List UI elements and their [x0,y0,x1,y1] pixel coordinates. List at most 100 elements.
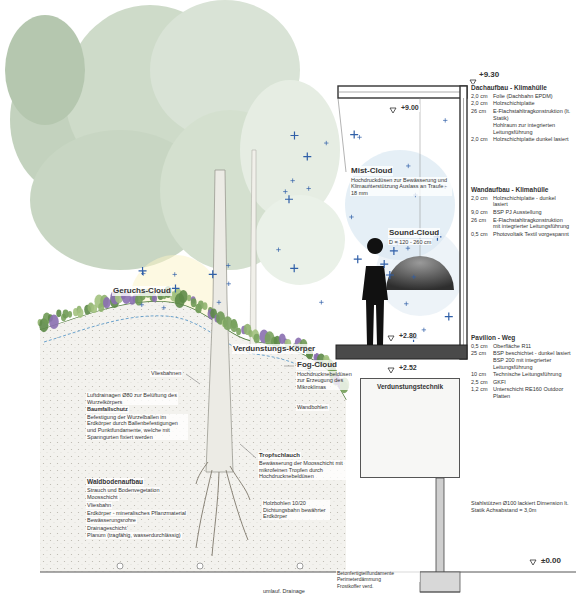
fog-cross [217,300,221,304]
plant [152,294,157,302]
fog-cross [354,255,362,263]
tree-trunk [206,170,233,472]
plant [254,334,260,343]
annotation-label: umlauf. Drainage [262,588,306,595]
plant [202,302,207,310]
annotation-label: Vliesbahnen [150,370,182,377]
annotation-label: Frostkoffer verd. [336,583,374,589]
fog-cross [306,186,310,190]
annotation-label: BSP PJ Ausstellung [492,209,543,216]
annotation-label: D = 120 - 260 cm [388,239,432,246]
heading-label: +9.00 [400,104,420,112]
heading-label: Sound-Cloud [388,228,440,238]
fog-cross [139,267,147,275]
annotation-label: BSP beschichtet - dunkel lasiert BSP 200… [492,350,572,370]
heading-label: Wandaufbau - Klimahülle [470,186,549,194]
fog-cross [209,270,217,278]
ground-line [40,572,576,573]
irrigation-line [44,316,324,382]
fog-cross [380,260,388,268]
annotation-label: Holzbohlen 10/20 Dichtungsbahn bewährter… [262,500,330,520]
equipment-box: Verdunstungstechnik [360,378,460,478]
fog-cross [350,131,358,139]
leader-lines [186,98,346,458]
pavilion [336,86,467,592]
annotation-label: Hohlraum zur integrierten Leitungsführun… [492,122,572,135]
person-silhouette [362,238,388,345]
heading-label: +2.80 [398,332,418,340]
heading-label: Fog-Cloud [296,360,338,370]
fog-cross [276,247,280,251]
annotation-label: Drainageschicht [86,525,127,532]
level-markers [388,80,536,565]
annotation-label: Luftdrainagen Ø80 zur Belüftung des Wurz… [86,392,178,405]
fog-cross [162,306,166,310]
fog-cross [319,300,323,304]
plant [236,328,241,335]
heading-label: Verdunstungs-Körper [232,344,316,354]
fog-cross [227,282,231,286]
annotation-label: 9,0 cm [470,209,489,216]
fog-cross [171,284,179,292]
annotation-label: Befestigung der Wurzelballen im Erdkörpe… [86,414,188,440]
fog-cross [349,215,353,219]
fog-cross [357,135,361,139]
annotation-label: E-Flachstahltragkonstruktion (lt. Statik… [492,108,572,121]
fog-cross [404,302,408,306]
plant [103,297,111,308]
plant [68,311,72,318]
annotation-label: Hochdruckdüsen zur Bewässerung und Klima… [350,177,452,197]
annotation-label: 10 cm [470,371,487,378]
fog-cross [283,189,287,193]
drainage-pipes [117,563,303,569]
fog-cross [290,132,298,140]
fog-cross [173,272,177,276]
fog-cross [226,263,230,267]
fog-cross [386,271,394,279]
annotation-label: Strauch und Bodenvegetation [86,487,160,494]
sound-dome [386,256,454,290]
annotation-label: E-Flachstahltragkonstruktion mit integri… [492,217,572,230]
heading-label: ±0.00 [540,556,562,566]
annotation-label: 2,0 cm [470,195,489,202]
fog-cross [412,275,416,279]
annotation-label: 26 cm [470,108,487,115]
annotation-label: 0,5 cm [470,343,489,350]
annotation-label: Hochdrucknebeldüsen zur Erzeugung des Mi… [296,371,358,391]
annotation-label: Planum (tragfähig, wasserdurchlässig) [86,532,182,539]
plant [56,309,61,317]
annotation-label: Bewässerungsrohre [86,517,137,524]
box-title: Verdunstungstechnik [361,379,459,395]
plant [49,315,59,329]
plant [187,295,191,301]
fog-cross [140,303,144,307]
fog-cross [290,264,298,272]
heading-label: Pavilion - Weg [470,334,516,342]
annotation-label: Holzschichtplatte [492,100,536,107]
annotation-label: Holzschichtplatte - dunkel lasiert [492,195,572,208]
sound-cloud-halo [376,228,464,316]
annotation-label: 0,5 cm [470,231,489,238]
fog-cross [303,153,311,161]
fog-cross [422,328,426,332]
heading-label: +2.52 [398,364,418,372]
annotation-label: 26 cm [470,217,487,224]
annotation-label: Photovoltaik Textil vorgespannt [492,231,570,238]
forest-soil [40,302,346,572]
annotation-label: 25 cm [470,350,487,357]
tree-trunk-small [250,150,256,350]
fog-cross [290,178,294,182]
fog-cross [285,195,293,203]
heading-label: Tropfschlauch [258,452,301,459]
annotation-label: GKFI [492,379,507,386]
fog-cross [406,246,410,250]
tree-canopy [5,0,345,285]
heading-label: Baumfallschutz [86,406,129,413]
annotation-label: Stahlstützen Ø100 lackiert Dimension lt.… [470,500,572,513]
heading-label: Geruchs-Cloud [112,286,172,296]
heading-label: +9.30 [478,70,500,80]
heading-label: Waldbodenaufbau [86,478,144,486]
annotation-label: Vliesbahn [86,502,112,509]
fog-cross [406,164,410,168]
plant [77,308,83,318]
